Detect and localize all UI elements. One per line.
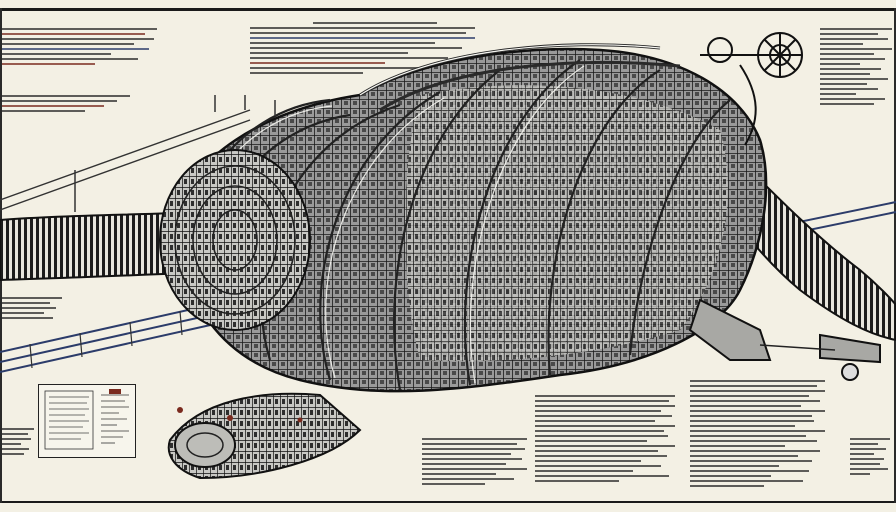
annotation-block-top-right — [820, 28, 892, 108]
right-border-rule — [894, 8, 896, 503]
inset-detail-panel — [38, 384, 136, 458]
annotation-block-bottom-center — [535, 395, 675, 485]
annotation-block-left-lower — [2, 297, 62, 322]
front-wheel-assembly — [174, 422, 236, 468]
annotation-block-right-edge — [850, 438, 890, 478]
top-border-rule — [0, 8, 896, 11]
annotation-block-left-middle — [2, 95, 130, 115]
right-strut-assembly — [688, 298, 881, 364]
top-rail-posts — [74, 95, 276, 212]
inset-diagram — [44, 389, 129, 450]
top-gear-assembly — [700, 32, 803, 146]
annotation-block-left-bottom — [2, 428, 34, 458]
annotation-block-top-center — [250, 22, 475, 77]
annotation-block-bottom-right — [690, 380, 825, 490]
upper-rail — [0, 109, 251, 211]
annotation-block-top-left — [2, 28, 157, 68]
front-dome — [159, 149, 311, 331]
annotation-block-bottom-center-left — [422, 438, 527, 488]
right-caster-wheel — [841, 363, 859, 381]
bottom-border-rule — [0, 501, 896, 503]
